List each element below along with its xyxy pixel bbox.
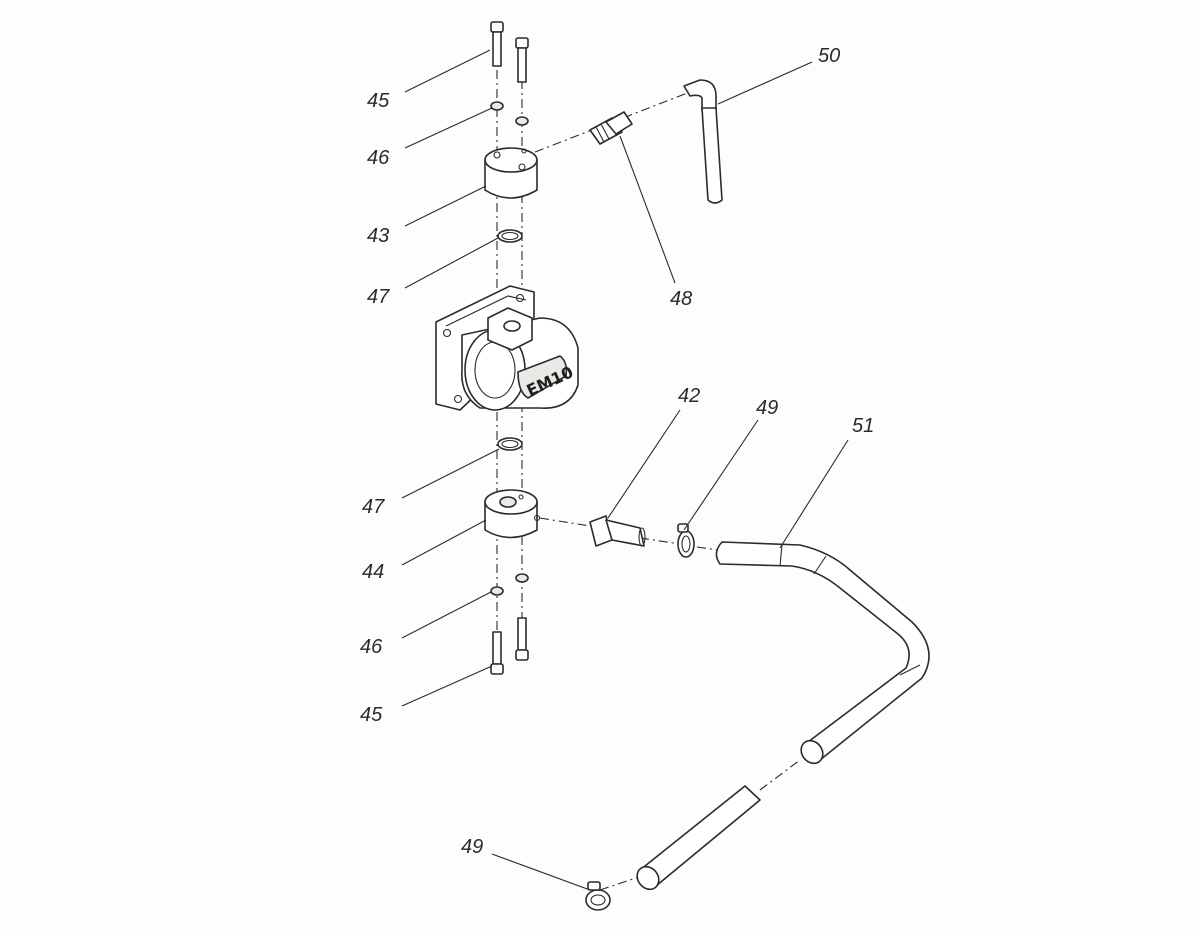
nipple-42	[589, 515, 646, 547]
bolt-45-top-left	[490, 21, 504, 67]
callout-50: 50	[818, 45, 840, 67]
bolt-45-bottom-right	[515, 617, 529, 661]
assembly-axes	[496, 70, 801, 891]
clamp-49-upper	[677, 523, 695, 558]
callout-45-top: 45	[367, 90, 390, 112]
callout-45-bottom: 45	[360, 704, 383, 726]
fitting-48	[589, 111, 633, 145]
o-ring-47-bottom	[497, 437, 523, 451]
callout-43: 43	[367, 225, 389, 247]
washer-46-top	[490, 101, 529, 126]
callout-48: 48	[670, 288, 692, 310]
leader-lines	[401, 49, 849, 891]
callout-47-bottom: 47	[362, 496, 385, 518]
callout-46-bottom: 46	[360, 636, 383, 658]
clamp-49-lower	[585, 881, 611, 911]
callout-51: 51	[852, 415, 874, 437]
o-ring-47-top	[497, 229, 523, 243]
bolt-45-bottom-left	[490, 631, 504, 675]
block-44	[484, 489, 541, 539]
bolt-45-top-right	[515, 37, 529, 83]
callout-46-top: 46	[367, 147, 390, 169]
callout-42: 42	[678, 385, 700, 407]
callout-49-lower: 49	[461, 836, 483, 858]
hose-segment-lower	[636, 785, 761, 891]
block-43	[484, 147, 538, 199]
washer-46-bottom	[490, 573, 529, 596]
motor-body-em10: EM10	[435, 285, 579, 411]
callout-47-top: 47	[367, 286, 390, 308]
callout-49-upper: 49	[756, 397, 778, 419]
elbow-hose-50	[683, 79, 723, 204]
callout-44: 44	[362, 561, 384, 583]
hose-51	[715, 541, 930, 765]
callout-labels: 45 46 43 47 48 50 42 49 51 47 44 46 45 4…	[360, 45, 874, 858]
